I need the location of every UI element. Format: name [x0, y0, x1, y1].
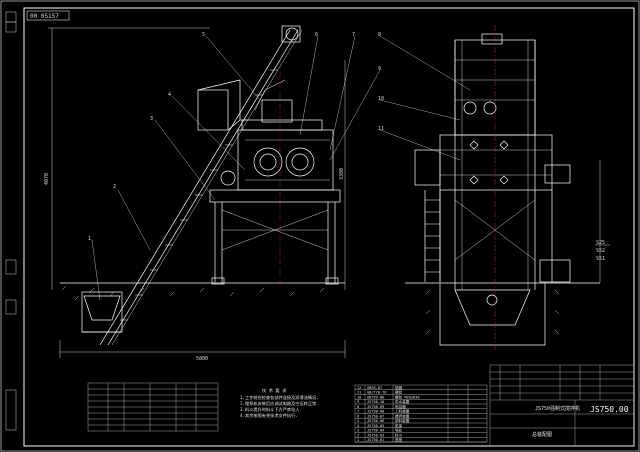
parts-list-no: 7 — [357, 410, 359, 414]
left-margin-boxes — [5, 11, 17, 431]
callout-7: 7 — [352, 32, 355, 38]
parts-list-no: 8 — [357, 405, 359, 409]
title-block-product-name: JS750强制式搅拌机 — [535, 405, 580, 412]
title-block-model: JS750.00 — [590, 405, 629, 414]
callout-2: 2 — [113, 184, 116, 190]
callout-5: 5 — [202, 32, 205, 38]
callout-8: 8 — [378, 32, 381, 38]
parts-list-no: 4 — [357, 424, 359, 428]
side-callout-s25: S25 — [596, 240, 605, 246]
parts-list-code: JS750-06 — [367, 419, 384, 423]
technical-note-3: 3.料斗提升时料斗下方严禁站人. — [240, 406, 302, 413]
dimension-mid-height: 3380 — [339, 168, 345, 180]
parts-list-name: 料斗 — [395, 432, 403, 437]
parts-list-name: 电控箱 — [395, 404, 406, 409]
callout-1: 1 — [88, 236, 91, 242]
parts-list-name: 底座 — [395, 437, 403, 442]
callout-9: 9 — [378, 66, 381, 72]
parts-list-code: GB93-87 — [367, 386, 382, 390]
parts-list-no: 11 — [357, 391, 361, 395]
parts-list-name: 螺栓 M20x630 — [395, 394, 420, 399]
parts-list: 12 GB93-87 垫圈 11 GB/T70-76 螺栓 10 GB799-88 螺栓 M20… — [355, 385, 487, 443]
parts-list-name: 垫圈 — [395, 385, 403, 390]
parts-list-name: 导轨 — [395, 428, 403, 433]
parts-list-name: 搅拌装置 — [395, 413, 410, 418]
parts-list-code: JS750-09 — [367, 405, 384, 409]
side-callout-s52: S52 — [596, 248, 605, 254]
front-view — [405, 25, 610, 350]
parts-list-name: 卸料装置 — [395, 418, 410, 423]
parts-list-code: JS750-01 — [367, 438, 384, 442]
parts-list-name: 机架 — [395, 423, 403, 428]
parts-list-no: 6 — [357, 414, 359, 418]
parts-list-no: 12 — [357, 386, 361, 390]
side-callout-s51: S51 — [596, 256, 605, 262]
dimension-overall-length: 5800 — [196, 356, 208, 362]
spec-table — [87, 382, 219, 432]
technical-requirements-title: 技 术 要 求 — [262, 387, 287, 394]
drawing-number-box — [26, 10, 70, 21]
parts-list-code: JS750-03 — [367, 433, 384, 437]
callout-numbers: 1 2 3 4 5 6 7 8 9 10 11 — [88, 32, 384, 242]
inner-border — [23, 7, 635, 447]
title-block-grid — [489, 364, 635, 447]
parts-list-no: 1 — [357, 438, 359, 442]
parts-list-code: JS750-10 — [367, 400, 384, 404]
side-view — [48, 25, 346, 358]
drawing-number-stamp: 00 05157 — [30, 13, 59, 20]
dimension-side-height: 4070 — [44, 173, 50, 185]
parts-list-name: 螺栓 — [395, 390, 403, 395]
callout-leaders — [91, 35, 471, 301]
callout-3: 3 — [150, 116, 153, 122]
parts-list-code: JS750-07 — [367, 414, 384, 418]
callout-11: 11 — [378, 126, 384, 132]
parts-list-no: 2 — [357, 433, 359, 437]
callout-4: 4 — [168, 92, 171, 98]
parts-list-name: 上料装置 — [395, 409, 410, 414]
technical-note-1: 1.工作前应检查各部件连接及润滑油情况. — [240, 394, 319, 401]
title-block-sheet-label: 总装配图 — [532, 431, 552, 438]
callout-10: 10 — [378, 96, 384, 102]
parts-list-name: 供水装置 — [395, 399, 410, 404]
parts-list-no: 5 — [357, 419, 359, 423]
parts-list-no: 9 — [357, 400, 359, 404]
callout-6: 6 — [315, 32, 318, 38]
parts-list-code: JS750-08 — [367, 410, 384, 414]
parts-list-code: GB/T70-76 — [367, 391, 386, 395]
technical-note-2: 2.搅拌机安装后应调试电路及空运转正常. — [240, 400, 319, 407]
parts-list-no: 10 — [357, 395, 361, 399]
parts-list-code: GB799-88 — [367, 395, 384, 399]
parts-list-no: 3 — [357, 429, 359, 433]
technical-note-4: 4.其余按照有关技术文件执行. — [240, 412, 298, 419]
parts-list-code: JS750-05 — [367, 424, 384, 428]
parts-list-code: JS750-04 — [367, 429, 384, 433]
